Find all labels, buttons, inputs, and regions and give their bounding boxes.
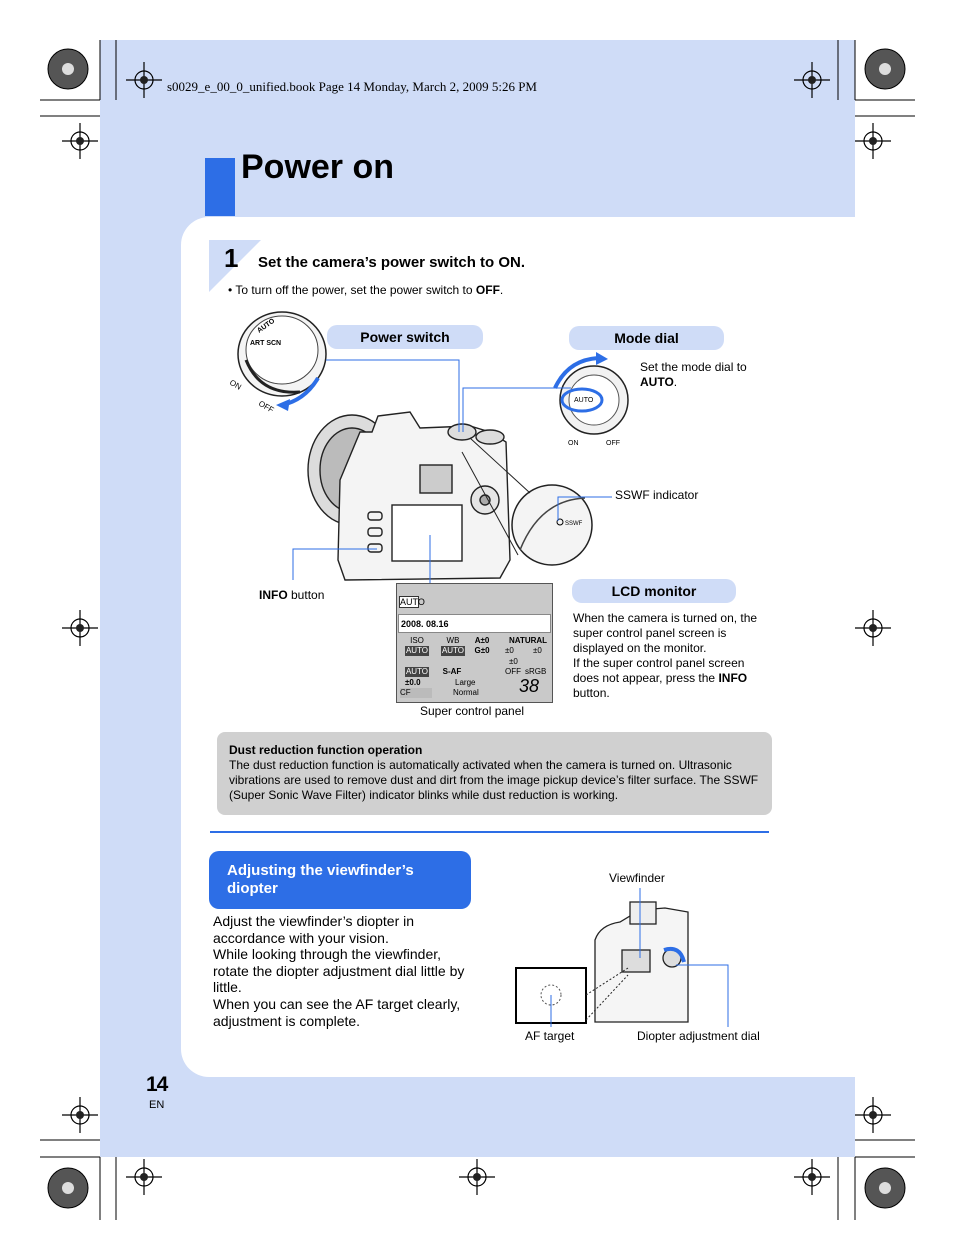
section-divider (210, 831, 769, 833)
dust-reduction-note: Dust reduction function operation The du… (217, 732, 772, 815)
power-switch-label: Power switch (327, 325, 483, 349)
super-control-panel: AUTO 2008. 08.16 ISO AUTO WB AUTO A±0 G±… (396, 583, 553, 703)
lcd-desc-2: If the super control panel screen does n… (573, 656, 745, 685)
book-header: s0029_e_00_0_unified.book Page 14 Monday… (167, 79, 537, 94)
page-language: EN (149, 1099, 165, 1111)
step-marker (209, 240, 261, 292)
lcd-desc-3: button. (573, 686, 610, 700)
dust-note-title: Dust reduction function operation (229, 743, 423, 757)
info-rest: button (287, 588, 325, 602)
scp-shot-count: 38 (519, 676, 540, 696)
scp-wb-label: WB (446, 636, 460, 645)
adjust-instructions: Adjust the viewfinder’s diopter in accor… (213, 913, 465, 1029)
diopter-dial-label: Diopter adjustment dial (637, 1029, 760, 1043)
scp-exposure: ±0.0 (405, 678, 421, 687)
step-note-prefix: • To turn off the power, set the power s… (228, 283, 476, 297)
step-note-bold: OFF (475, 283, 500, 297)
scp-zero-3: ±0 (509, 657, 518, 666)
scp-iso-value: AUTO (405, 646, 429, 656)
mode-dial-note: Set the mode dial to AUTO. (640, 360, 770, 390)
info-bold: INFO (259, 588, 288, 602)
step-instruction: Set the camera’s power switch to ON. (258, 254, 526, 271)
mode-dial-auto-text: AUTO (574, 397, 594, 404)
dust-note-text: The dust reduction function is automatic… (229, 758, 759, 802)
mode-note-suffix: . (673, 375, 678, 389)
viewfinder-label: Viewfinder (609, 871, 665, 885)
super-control-panel-caption: Super control panel (420, 704, 525, 718)
scp-size: Large (455, 678, 476, 687)
scp-g-value: G±0 (474, 646, 490, 655)
scp-color-space: sRGB (525, 667, 547, 676)
mode-dial-icon: AUTO ON OFF (553, 352, 629, 447)
sswf-indicator-label: SSWF indicator (615, 488, 699, 502)
page-title: Power on (241, 148, 395, 186)
mode-dial-label: Mode dial (569, 326, 724, 350)
scp-date: 2008. 08.16 (401, 619, 449, 629)
scp-quality: Normal (453, 688, 479, 697)
info-button-label: INFO button (259, 588, 324, 603)
camera-body-icon (307, 411, 511, 581)
lcd-desc-1: When the camera is turned on, the super … (573, 611, 758, 655)
af-target-label: AF target (525, 1029, 575, 1043)
scp-mode: AUTO (399, 596, 425, 608)
lcd-desc-bold: INFO (718, 671, 748, 685)
scp-zero-2: ±0 (533, 646, 542, 655)
sswf-zoom-icon: SSWF (511, 484, 593, 566)
scp-natural: NATURAL (509, 636, 548, 645)
scp-wb-value: AUTO (441, 646, 465, 656)
step-note: • To turn off the power, set the power s… (228, 283, 503, 297)
svg-text:SSWF: SSWF (565, 521, 583, 527)
mode-dial-off-text: OFF (606, 440, 620, 447)
scp-flash-value: AUTO (405, 667, 429, 677)
dial-artscn-text: ART SCN (250, 340, 281, 347)
section-heading: Adjusting the viewfinder’s diopter (209, 851, 471, 909)
mode-dial-on-text: ON (568, 440, 579, 447)
mode-note-bold: AUTO (640, 375, 674, 389)
scp-zero-1: ±0 (505, 646, 514, 655)
title-accent-bar (205, 158, 235, 216)
power-dial-icon: ON OFF AUTO ART SCN (228, 311, 327, 415)
scp-card: CF (400, 688, 432, 698)
lcd-monitor-label: LCD monitor (572, 579, 736, 603)
scp-focus-mode: S-AF (442, 667, 462, 676)
page-number: 14 (146, 1073, 168, 1096)
scp-a-value: A±0 (474, 636, 490, 645)
mode-note-prefix: Set the mode dial to (640, 360, 747, 374)
step-number: 1 (224, 243, 239, 273)
scp-off: OFF (505, 667, 521, 676)
lcd-monitor-description: When the camera is turned on, the super … (573, 611, 773, 701)
step-note-suffix: . (499, 283, 504, 297)
scp-iso-label: ISO (410, 636, 424, 645)
